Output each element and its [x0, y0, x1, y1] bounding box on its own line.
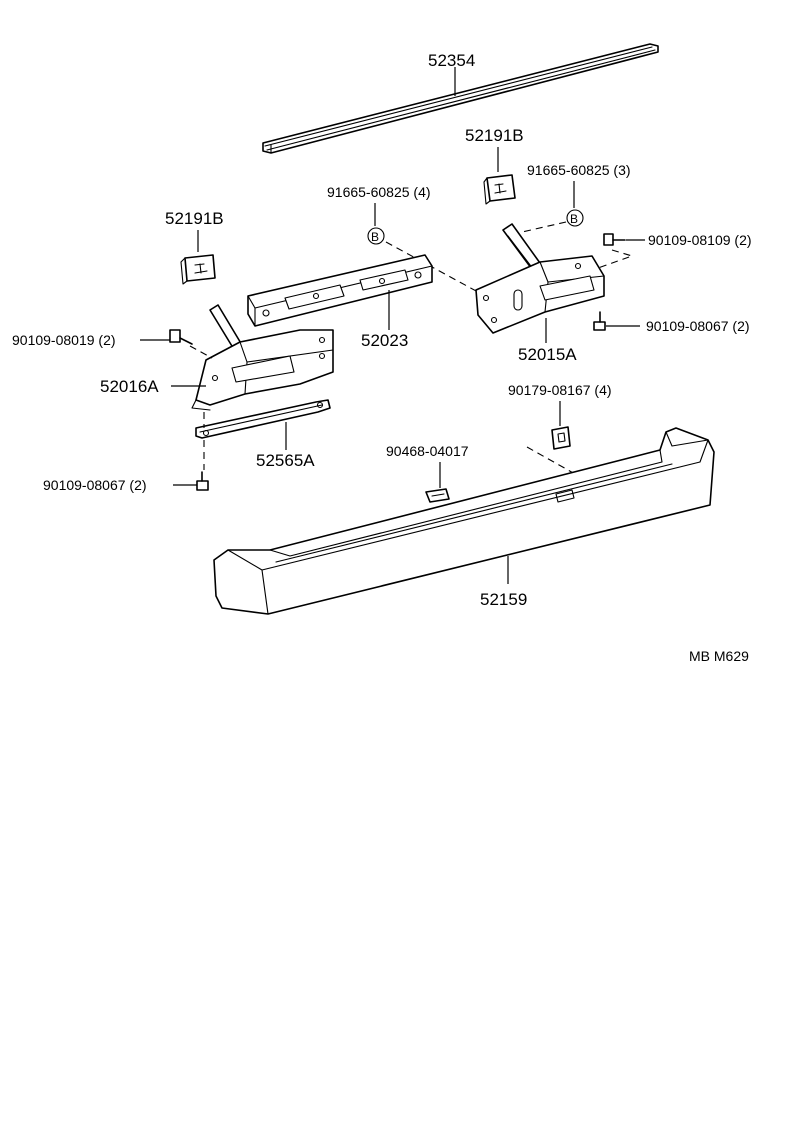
svg-text:B: B	[570, 212, 578, 226]
diagram-code: MB M629	[689, 648, 749, 664]
label-91665-60825-3: 91665-60825 (3)	[527, 162, 631, 178]
label-52565A: 52565A	[256, 451, 315, 470]
clip-icon	[551, 426, 571, 450]
label-52354: 52354	[428, 51, 475, 70]
label-90109-08109: 90109-08109 (2)	[648, 232, 752, 248]
stay-icon	[195, 399, 331, 439]
cushion-icon	[483, 174, 516, 205]
bolt-icon	[593, 311, 606, 331]
label-52023: 52023	[361, 331, 408, 350]
label-90109-08019: 90109-08019 (2)	[12, 332, 116, 348]
bumper-icon	[213, 427, 715, 615]
label-90179-08167: 90179-08167 (4)	[508, 382, 612, 398]
label-52159: 52159	[480, 590, 527, 609]
label-52016A: 52016A	[100, 377, 159, 396]
marker-b-right: B	[566, 209, 584, 227]
bolt-icon	[169, 329, 193, 345]
bolt-icon	[603, 233, 626, 246]
bolt-icon	[196, 471, 209, 491]
label-90109-08067-right: 90109-08067 (2)	[646, 318, 750, 334]
cushion-icon	[180, 254, 216, 285]
molding-icon	[262, 43, 659, 154]
label-52015A: 52015A	[518, 345, 577, 364]
svg-text:B: B	[371, 230, 379, 244]
bracket-icon	[191, 304, 334, 411]
label-91665-60825-4: 91665-60825 (4)	[327, 184, 431, 200]
label-52191B-left: 52191B	[165, 209, 224, 228]
dashed-guide-bolt-right	[597, 249, 634, 269]
dashed-guide-b-right	[521, 221, 567, 233]
label-90109-08067-left: 90109-08067 (2)	[43, 477, 147, 493]
clip-icon	[425, 488, 450, 503]
bracket-icon	[475, 223, 605, 334]
label-90468-04017: 90468-04017	[386, 443, 469, 459]
reinforcement-icon	[247, 254, 433, 327]
label-52191B-right: 52191B	[465, 126, 524, 145]
marker-b-left: B	[367, 227, 385, 245]
dashed-guide-bolt-left	[189, 345, 213, 359]
